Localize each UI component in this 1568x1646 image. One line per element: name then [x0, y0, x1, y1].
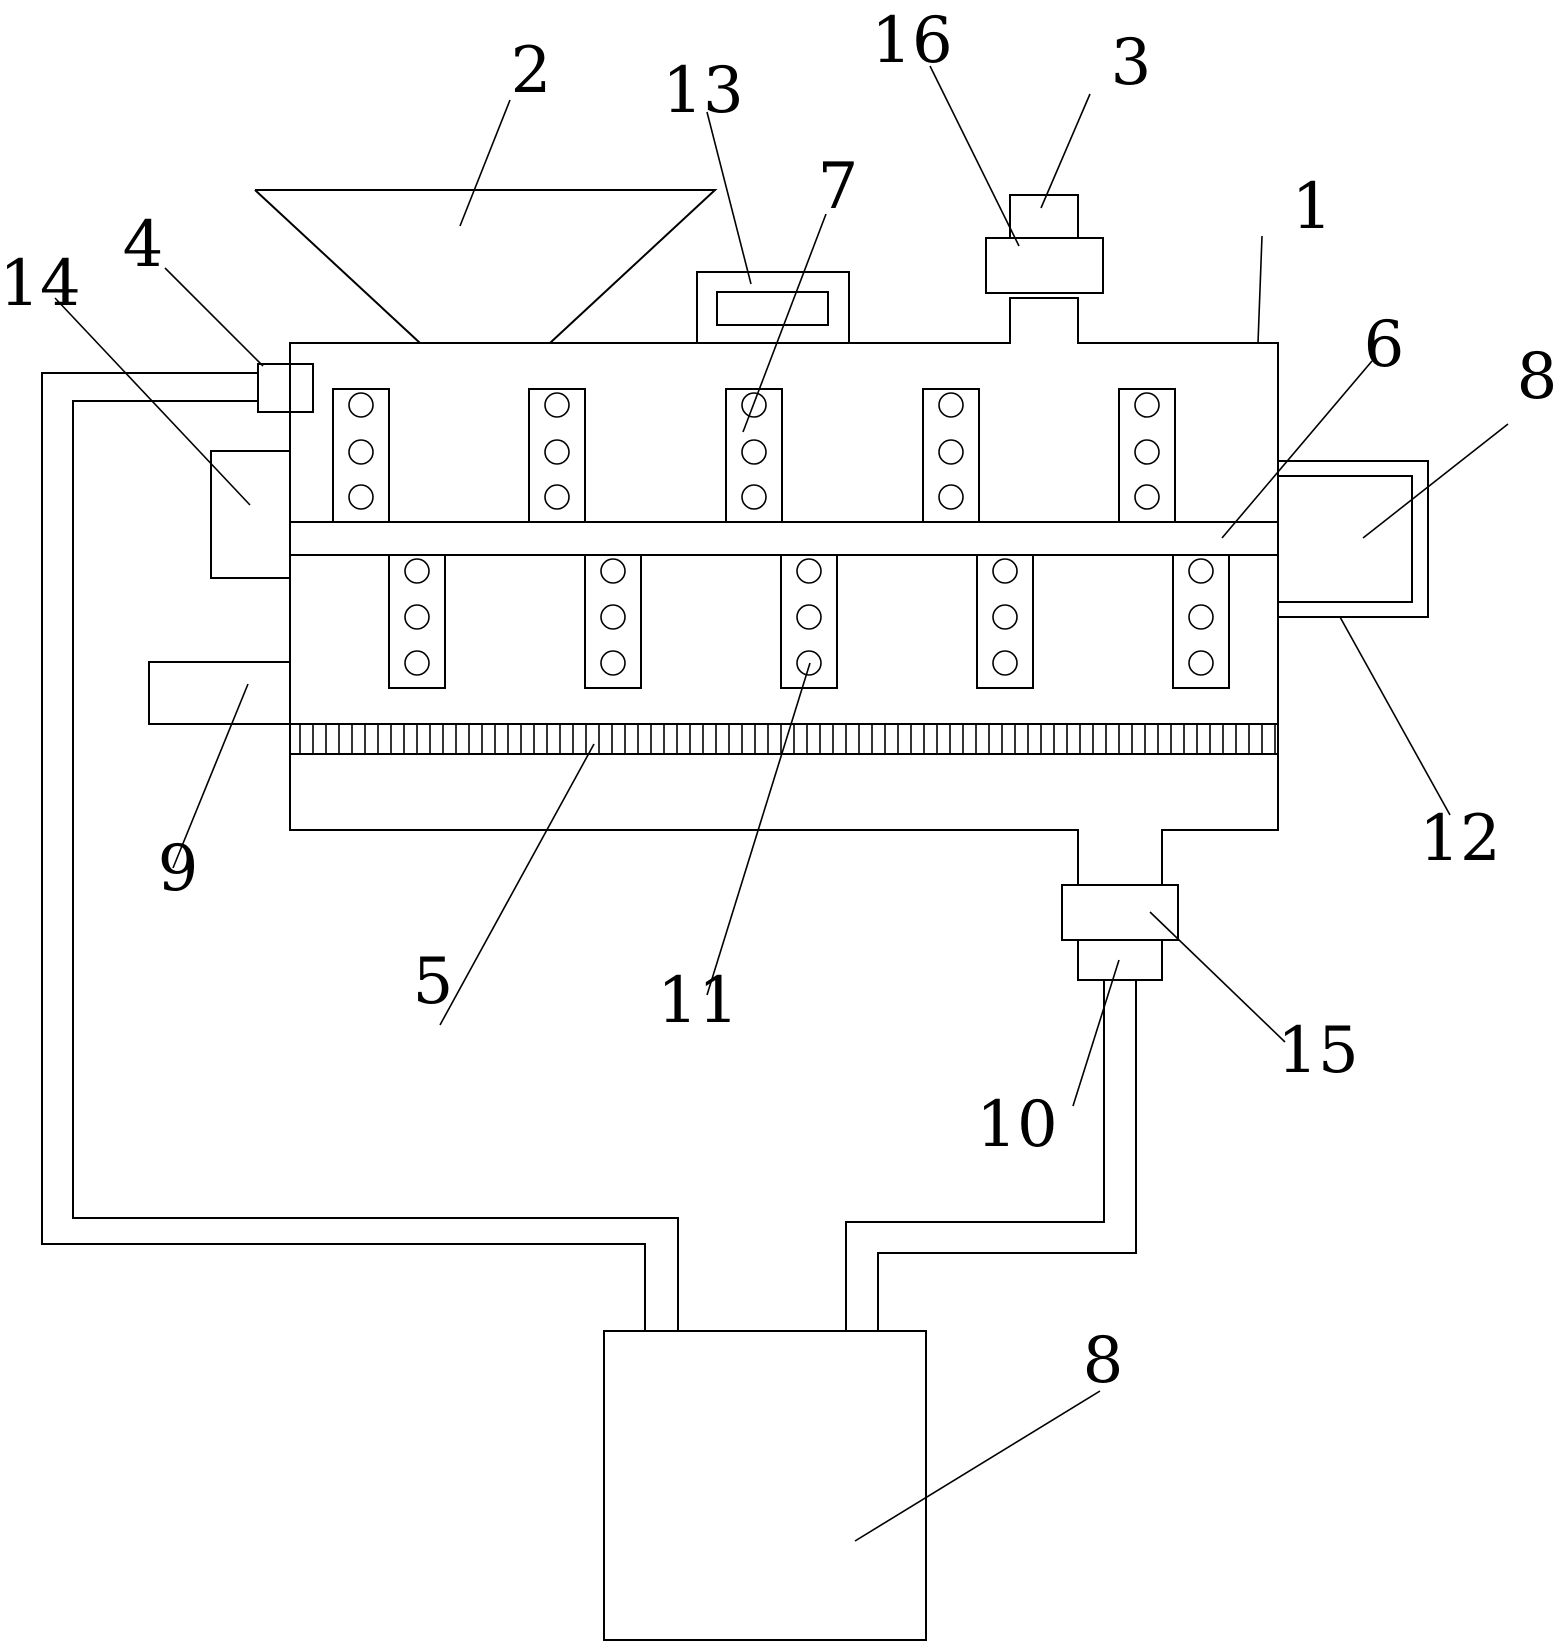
- top-valve: [985, 237, 1104, 294]
- label-9: 9: [158, 832, 199, 906]
- upper-paddle: [528, 388, 586, 523]
- reference-numerals: 1 2 3 4 5 6 7 8 8 9 10 11 12 13 14 15 16: [0, 4, 1557, 1398]
- label-3: 3: [1111, 26, 1152, 100]
- top-outlet-pipe: [1009, 194, 1079, 239]
- right-box: [1277, 475, 1413, 603]
- lower-paddle: [976, 554, 1034, 689]
- bottom-tank: [603, 1330, 927, 1641]
- label-8-right: 8: [1517, 340, 1558, 414]
- bottom-outlet-pipe: [1077, 939, 1163, 981]
- left-pipe-outer: [41, 372, 646, 1331]
- label-4: 4: [123, 208, 164, 282]
- top-left-fitting: [257, 363, 314, 413]
- hopper: [254, 189, 718, 344]
- label-11: 11: [657, 964, 738, 1038]
- filter-screen: [289, 723, 1279, 755]
- side-part: [148, 661, 291, 725]
- upper-paddles: [332, 388, 1176, 523]
- label-16: 16: [871, 4, 952, 78]
- housing: [289, 297, 1279, 886]
- lower-paddle: [1172, 554, 1230, 689]
- lower-paddle-holes: [404, 558, 1214, 676]
- label-14: 14: [0, 247, 81, 321]
- upper-paddle: [332, 388, 390, 523]
- display-box: [696, 271, 850, 344]
- motor: [210, 450, 291, 579]
- lower-paddle: [388, 554, 446, 689]
- right-pipe-outer: [877, 980, 1137, 1331]
- label-10: 10: [976, 1088, 1057, 1162]
- label-12: 12: [1419, 802, 1500, 876]
- label-13: 13: [662, 54, 743, 128]
- upper-paddle: [922, 388, 980, 523]
- label-6: 6: [1364, 308, 1405, 382]
- right-pipe-inner: [845, 980, 1105, 1331]
- lower-paddle: [780, 554, 838, 689]
- label-15: 15: [1277, 1014, 1358, 1088]
- lower-paddle: [584, 554, 642, 689]
- right-connector-pipe: [1278, 460, 1429, 618]
- lower-paddles: [388, 554, 1230, 689]
- label-8-bottom: 8: [1083, 1324, 1124, 1398]
- leader-lines: [54, 65, 1509, 1542]
- label-1: 1: [1292, 170, 1333, 244]
- label-2: 2: [511, 34, 552, 108]
- display-screen: [716, 291, 829, 326]
- bottom-valve: [1061, 884, 1179, 941]
- upper-paddle: [725, 388, 783, 523]
- upper-paddle: [1118, 388, 1176, 523]
- label-7: 7: [818, 150, 859, 224]
- upper-paddle-holes: [348, 392, 1160, 510]
- label-5: 5: [413, 945, 454, 1019]
- shaft: [289, 521, 1279, 556]
- left-pipe-inner: [72, 400, 679, 1331]
